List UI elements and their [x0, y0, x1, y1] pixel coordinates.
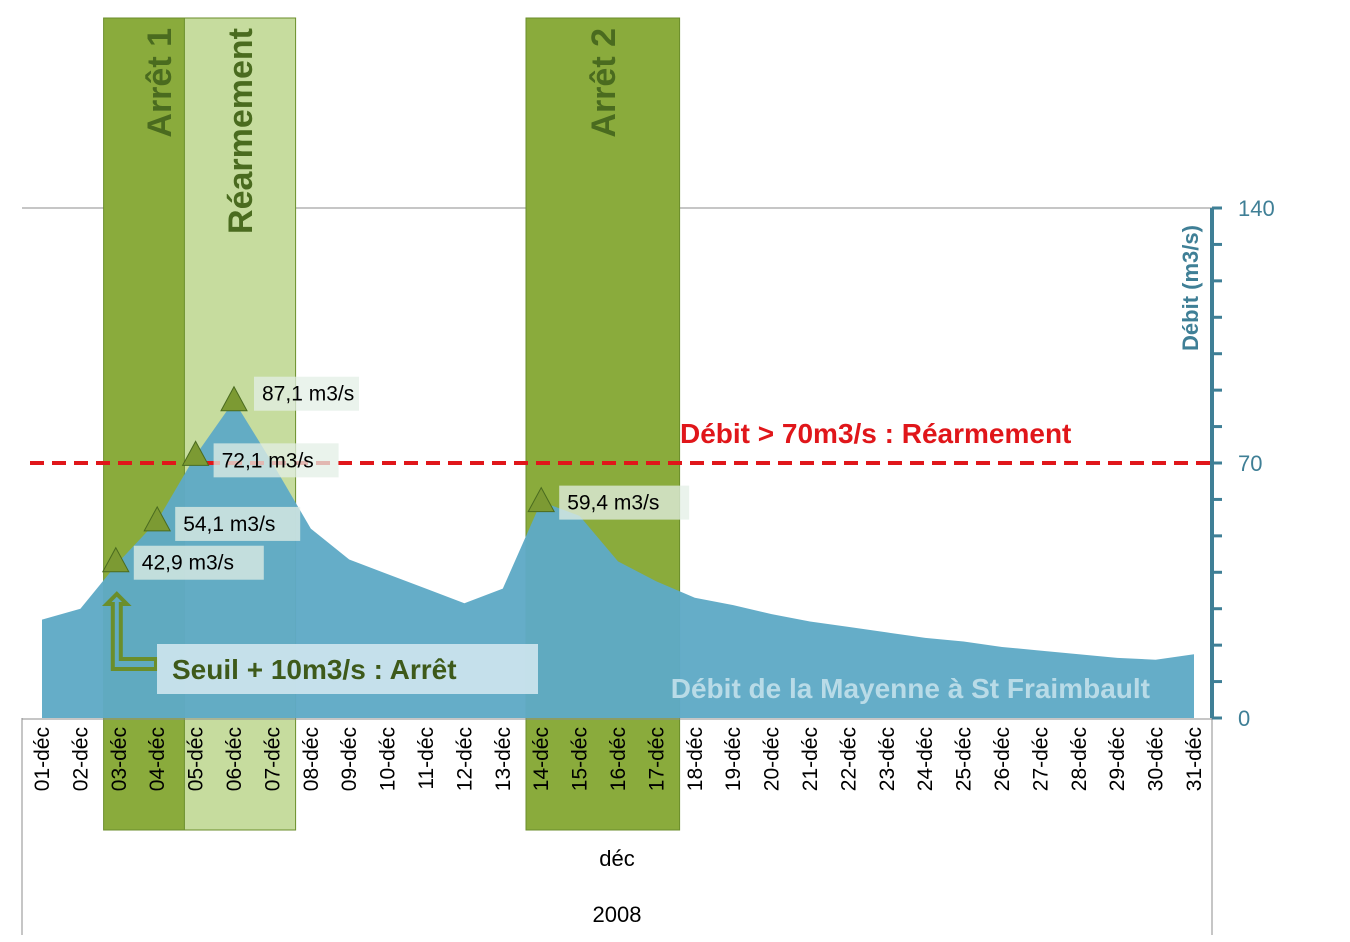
- x-tick-label: 24-déc: [914, 727, 937, 791]
- threshold-label: Débit > 70m3/s : Réarmement: [680, 418, 1071, 449]
- x-tick-label: 20-déc: [761, 727, 784, 791]
- x-tick-label: 29-déc: [1106, 727, 1129, 791]
- series-title: Débit de la Mayenne à St Fraimbault: [671, 673, 1150, 704]
- x-tick-label: 04-déc: [146, 727, 169, 791]
- x-tick-label: 26-déc: [991, 727, 1014, 791]
- x-tick-label: 16-déc: [607, 727, 630, 791]
- band-label-2: Réarmement: [222, 28, 260, 234]
- series-area: [42, 400, 1194, 718]
- x-tick-label: 30-déc: [1145, 727, 1168, 791]
- annotation-box: [559, 485, 690, 520]
- x-tick-label: 19-déc: [722, 727, 745, 791]
- x-tick-label: 28-déc: [1068, 727, 1091, 791]
- x-tick-label: 12-déc: [453, 727, 476, 791]
- annotation-label: 87,1 m3/s: [262, 383, 354, 406]
- x-tick-label: 09-déc: [338, 727, 361, 791]
- x-tick-label: 03-déc: [108, 727, 131, 791]
- x-tick-label: 18-déc: [684, 727, 707, 791]
- x-tick-label: 01-déc: [31, 727, 54, 791]
- annotation-label: 42,9 m3/s: [142, 552, 234, 575]
- x-tick-label: 07-déc: [261, 727, 284, 791]
- annotation-marker: [527, 486, 556, 513]
- x-group-label-month: déc: [599, 846, 634, 871]
- x-tick-label: 05-déc: [185, 727, 208, 791]
- annotation-box: [254, 376, 359, 411]
- x-tick-label: 22-déc: [837, 727, 860, 791]
- text-layer: Débit > 70m3/s : Réarmement Débit de la …: [593, 225, 1203, 927]
- annotation-marker: [220, 385, 248, 412]
- annotation-label: 54,1 m3/s: [183, 513, 275, 536]
- x-tick-label: 27-déc: [1029, 727, 1052, 791]
- x-tick-label: 08-déc: [300, 727, 323, 791]
- x-tick-label: 13-déc: [492, 727, 515, 791]
- annotation-marker: [181, 440, 210, 466]
- annotation-marker: [101, 546, 130, 573]
- seuil-box: [157, 644, 538, 694]
- annotation-box: [213, 443, 339, 478]
- y-tick-label: 0: [1238, 706, 1250, 731]
- annotation-label: 72,1 m3/s: [222, 449, 314, 472]
- annotation-label: 59,4 m3/s: [567, 492, 659, 515]
- seuil-label: Seuil + 10m3/s : Arrêt: [172, 654, 457, 685]
- x-tick-label: 15-déc: [569, 727, 592, 791]
- y-tick-label: 70: [1238, 451, 1262, 476]
- seuil-arrow: [101, 591, 158, 671]
- x-tick-label: 02-déc: [69, 727, 92, 791]
- x-tick-label: 11-déc: [415, 727, 438, 790]
- y-axis-label: Débit (m3/s): [1178, 225, 1203, 351]
- x-tick-label: 14-déc: [530, 727, 553, 791]
- x-tick-label: 06-déc: [223, 727, 246, 791]
- x-tick-label: 21-déc: [799, 727, 822, 791]
- x-tick-label: 31-déc: [1183, 727, 1206, 791]
- axis-layer: 0 70 140 01-déc 02-déc 03-déc 04-déc 05-déc 06-d…: [21, 196, 1275, 935]
- area-layer: [42, 400, 1194, 718]
- y-tick-label: 140: [1238, 196, 1275, 221]
- x-tick-label: 10-déc: [377, 727, 400, 791]
- band-label-3: Arrêt 2: [585, 28, 623, 138]
- annotation-box: [175, 506, 301, 541]
- annotation-marker: [143, 505, 172, 532]
- overlay-layer: Seuil + 10m3/s : Arrêt 42,9 m3/s 54,1 m3/s…: [30, 376, 1212, 694]
- x-tick-label: 25-déc: [953, 727, 976, 791]
- annotation-box: [133, 545, 264, 580]
- x-group-label-year: 2008: [593, 902, 642, 927]
- x-tick-label: 23-déc: [876, 727, 899, 791]
- band-label-1: Arrêt 1: [141, 28, 179, 138]
- x-tick-label: 17-déc: [645, 727, 668, 791]
